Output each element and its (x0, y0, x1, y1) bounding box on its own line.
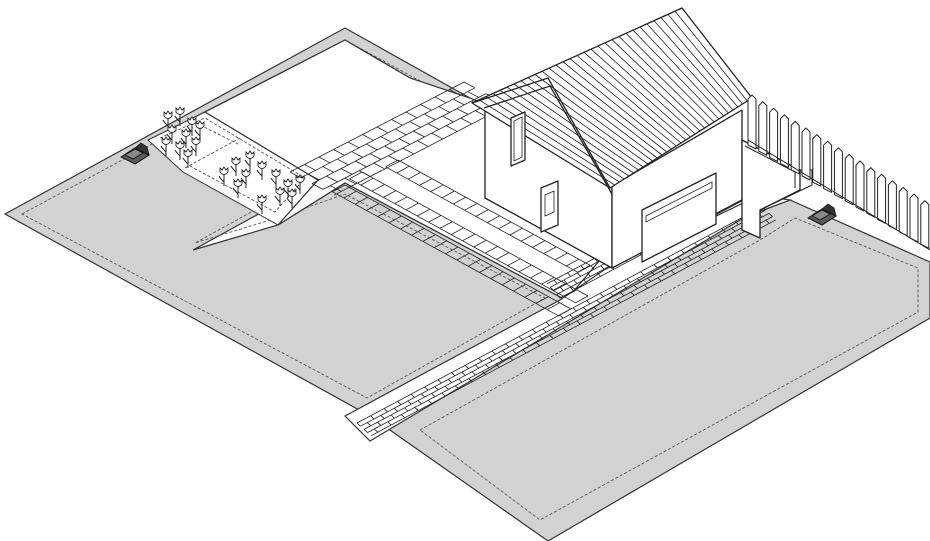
house-door (541, 181, 558, 232)
house-window (511, 112, 525, 166)
